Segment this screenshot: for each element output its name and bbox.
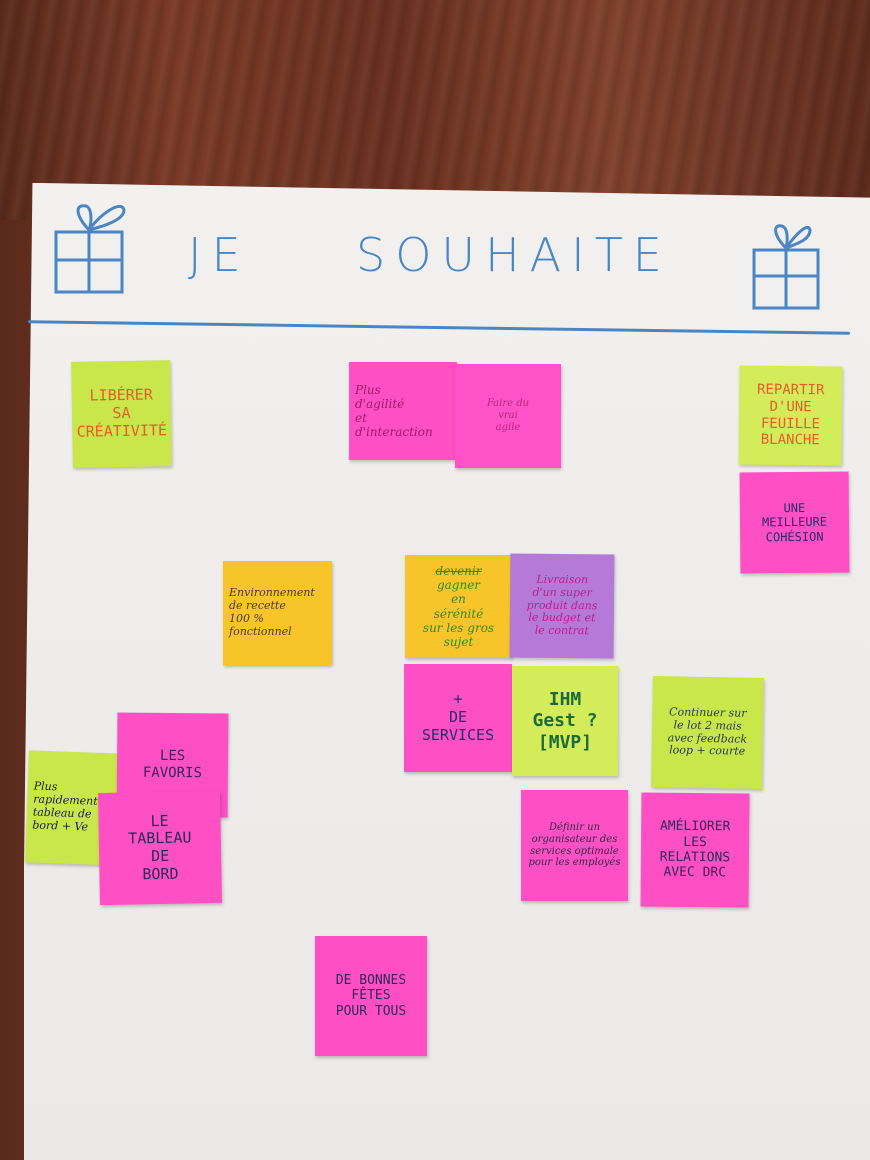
sticky-note-agilite: Plus d'agilité et d'interaction xyxy=(349,362,457,460)
sticky-note-vrai-agile: Faire du vrai agile xyxy=(455,364,561,468)
sticky-note-ihm: IHM Gest ? [MVP] xyxy=(512,666,618,776)
sticky-note-livraison: Livraison d'un super produit dans le bud… xyxy=(509,553,615,659)
gift-icon xyxy=(752,224,820,310)
title-word-souhaite: SOUHAITE xyxy=(356,228,672,282)
gift-icon xyxy=(54,204,126,294)
sticky-note-services: + DE SERVICES xyxy=(404,664,512,772)
sticky-note-repartir: REPARTIR D'UNE FEUILLE BLANCHE xyxy=(738,365,843,466)
sticky-note-continuer: Continuer sur le lot 2 mais avec feedbac… xyxy=(651,676,764,789)
sticky-note-serenite: devenir gagner en sérénité sur les gros … xyxy=(405,555,512,658)
sticky-note-tableau-de-bord: LE TABLEAU DE BORD xyxy=(98,790,222,906)
sticky-note-liberer: LIBÉRER SA CRÉATIVITÉ xyxy=(71,360,172,468)
page-title: JE SOUHAITE xyxy=(0,228,870,288)
sticky-note-ameliorer: AMÉLIORER LES RELATIONS AVEC DRC xyxy=(640,792,750,908)
wood-table-background xyxy=(0,0,870,220)
sticky-note-cohesion: UNE MEILLEURE COHÉSION xyxy=(739,471,850,574)
sticky-note-definir: Définir un organisateur des services opt… xyxy=(521,790,628,901)
sticky-note-fetes: DE BONNES FÊTES POUR TOUS xyxy=(315,936,427,1056)
title-word-je: JE xyxy=(188,228,251,282)
sticky-note-environnement: Environnement de recette 100 % fonctionn… xyxy=(223,561,332,665)
